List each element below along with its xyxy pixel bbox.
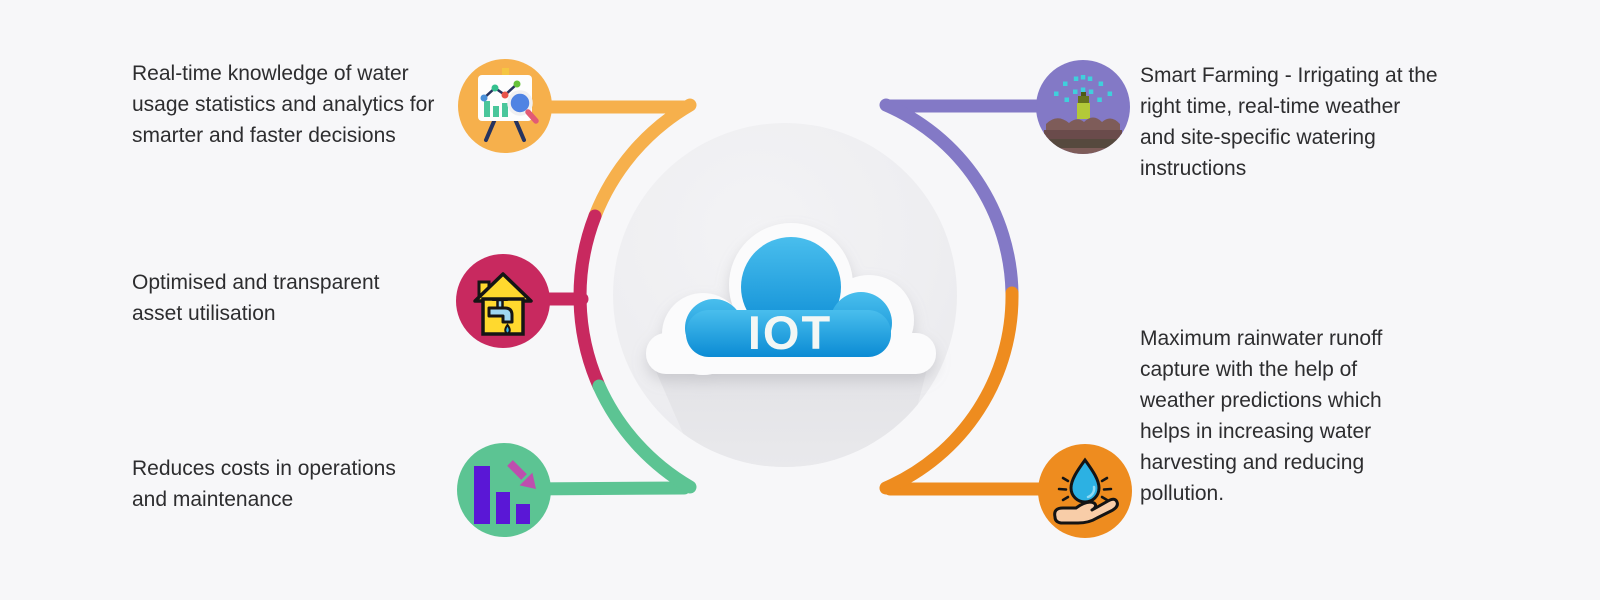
sprinkler-irrigation-icon (1044, 75, 1122, 154)
presentation-analytics-icon (478, 68, 539, 142)
badge-hand-drop (1038, 444, 1132, 538)
note-right-bottom: Maximum rainwater runoff capture with th… (1140, 327, 1383, 505)
note-left-middle: Optimised and transparent asset utilisat… (132, 271, 380, 325)
note-right-top: Smart Farming - Irrigating at the right … (1140, 64, 1438, 180)
arc-left-green-segment (592, 379, 697, 494)
badge-sprinkler (1036, 60, 1130, 154)
cloud-cast-shadow (655, 369, 927, 467)
hand-water-drop-icon (1053, 457, 1119, 525)
badge-declining-bars (457, 443, 551, 537)
iot-label: IOT (748, 306, 832, 359)
arc-right-orange-segment (879, 286, 1019, 495)
house-faucet-icon (473, 272, 533, 336)
cloud-blue-shape (685, 237, 892, 357)
badge-presentation-analytics (458, 59, 552, 153)
declining-bar-chart-icon (474, 460, 536, 524)
note-left-top: Real-time knowledge of water usage stati… (132, 62, 435, 147)
note-left-bottom: Reduces costs in operations and maintena… (132, 457, 396, 511)
arc-left-orange-segment (588, 98, 697, 223)
badge-house-faucet (456, 254, 550, 348)
arc-left-crimson-segment (573, 209, 606, 393)
arc-right-purple-segment (879, 98, 1019, 300)
